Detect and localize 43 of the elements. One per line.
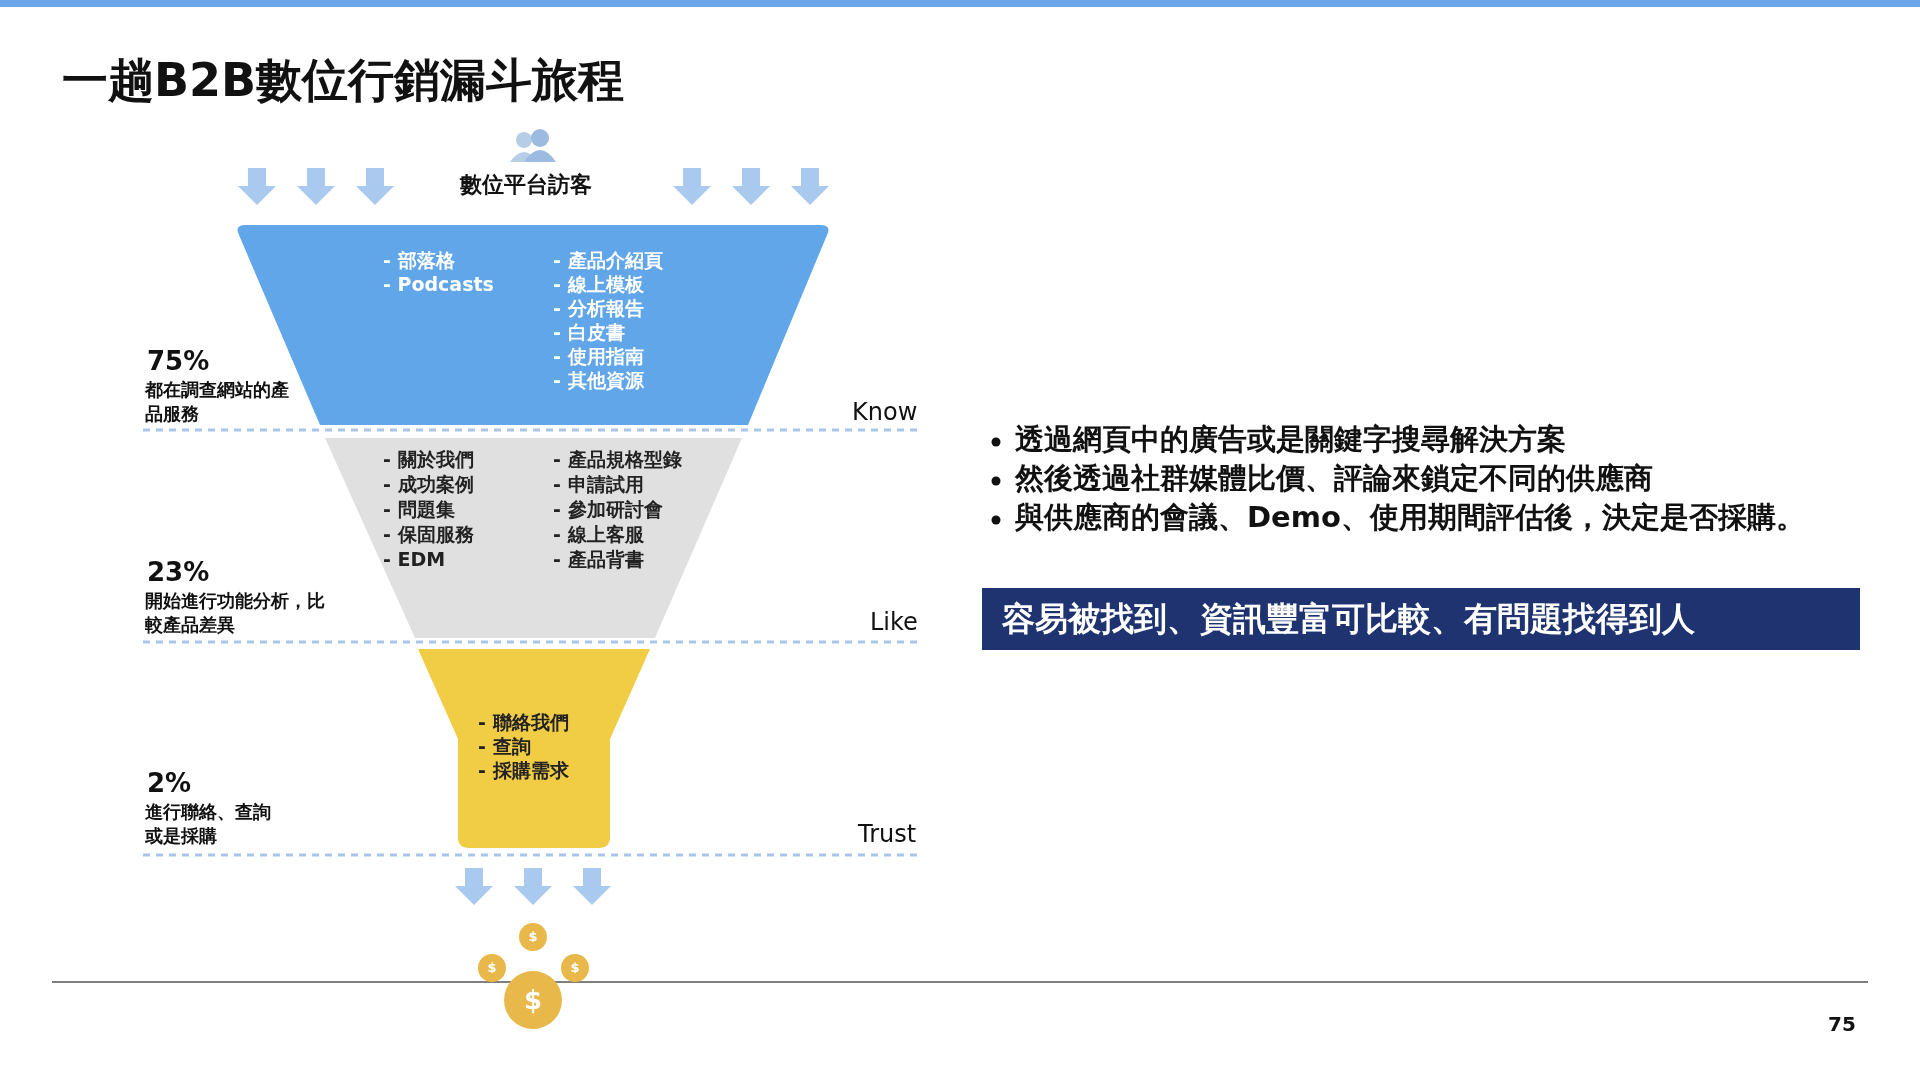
list-item: - 申請試用 <box>553 472 644 496</box>
visitor-label: 數位平台訪客 <box>460 171 592 199</box>
percentage-label: 2% <box>147 768 192 798</box>
list-item: - 參加研討會 <box>553 497 663 521</box>
stage-description: 開始進行功能分析，比較產品差異 <box>145 589 326 637</box>
list-item: - 白皮書 <box>553 320 625 344</box>
funnel-stage <box>325 438 742 638</box>
list-item: - 其他資源 <box>553 368 644 392</box>
list-item: - 問題集 <box>383 497 455 521</box>
coin-icon: $ <box>519 923 547 951</box>
list-item: - 查詢 <box>478 734 531 758</box>
list-item: - 線上客服 <box>553 522 644 546</box>
list-item: - 產品規格型錄 <box>553 447 682 471</box>
percentage-label: 75% <box>147 346 210 376</box>
list-item: - 聯絡我們 <box>478 710 569 734</box>
list-item: - 保固服務 <box>383 522 474 546</box>
list-item: - 產品介紹頁 <box>553 248 663 272</box>
page-number: 75 <box>1828 1012 1856 1036</box>
stage-description: 都在調查網站的產品服務 <box>145 378 290 426</box>
stage-description: 進行聯絡、查詢或是採購 <box>145 800 272 848</box>
coin-icon: $ <box>478 954 506 982</box>
percentage-label: 23% <box>147 557 210 587</box>
coin-icon: $ <box>561 954 589 982</box>
list-item: - 部落格 <box>383 248 455 272</box>
slide-title: 一趟B2B數位行銷漏斗旅程 <box>62 52 625 109</box>
list-item: - 線上模板 <box>553 272 644 296</box>
list-item: - 成功案例 <box>383 472 474 496</box>
bullet-point: 透過網頁中的廣告或是關鍵字搜尋解決方案 <box>1015 421 1566 458</box>
bullet-point: 與供應商的會議、Demo、使用期間評估後，決定是否採購。 <box>1015 499 1805 536</box>
highlight-banner: 容易被找到、資訊豐富可比較、有問題找得到人 <box>982 588 1860 650</box>
list-item: - 使用指南 <box>553 344 644 368</box>
stage-label: Trust <box>858 820 917 848</box>
list-item: - Podcasts <box>383 272 494 296</box>
list-item: - 採購需求 <box>478 758 569 782</box>
stage-label: Like <box>870 608 918 636</box>
funnel-stage <box>418 649 650 848</box>
bullet-point: 然後透過社群媒體比價、評論來鎖定不同的供應商 <box>1015 460 1653 497</box>
stage-label: Know <box>852 398 918 426</box>
list-item: - 關於我們 <box>383 447 474 471</box>
list-item: - EDM <box>383 547 446 571</box>
list-item: - 產品背書 <box>553 547 644 571</box>
list-item: - 分析報告 <box>553 296 644 320</box>
coin-icon: $ <box>504 971 562 1029</box>
